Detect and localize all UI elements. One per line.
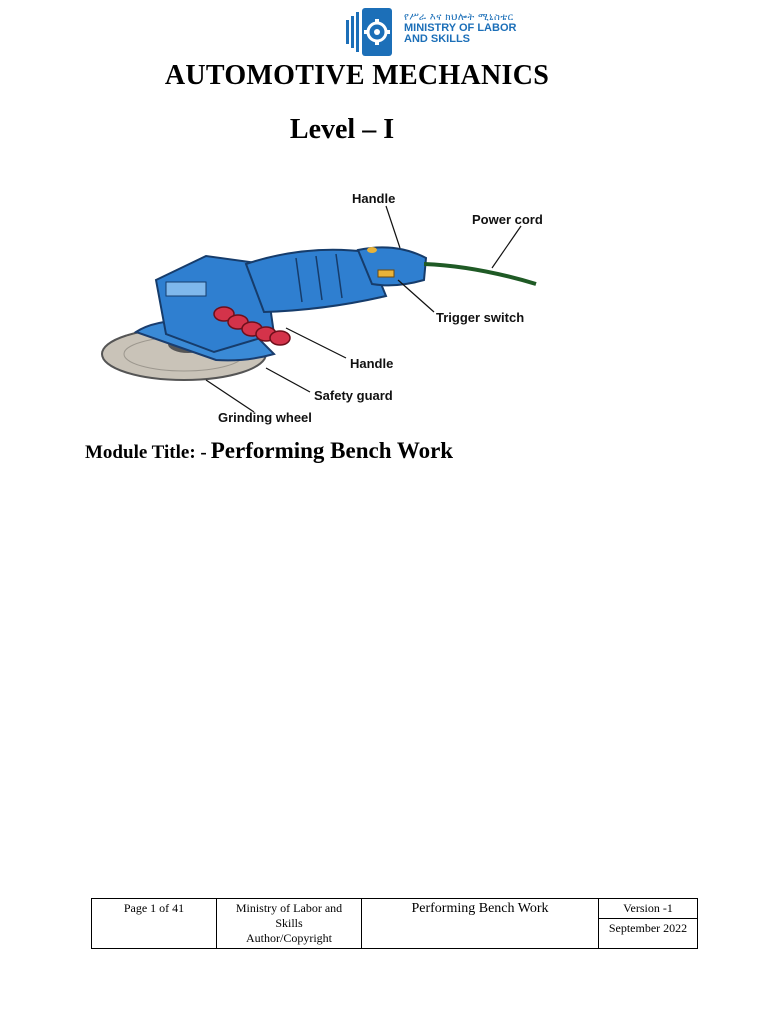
ministry-emblem-icon [346,8,392,56]
footer-module-title: Performing Bench Work [411,901,549,916]
logo-amharic-text: የሥራ እና ክህሎት ሚኒስቴር [404,12,514,23]
ministry-logo: የሥራ እና ክህሎት ሚኒስቴር MINISTRY OF LABOR AND … [344,6,524,58]
footer-page-number: Page 1 of 41 [123,901,185,915]
callout-safety-guard: Safety guard [314,388,393,403]
side-handle-shape [213,306,291,346]
document-title: AUTOMOTIVE MECHANICS [164,60,550,91]
module-title-value: Performing Bench Work [210,438,454,463]
callout-handle-side: Handle [350,356,393,371]
footer-org-line-2: Skills [275,916,303,930]
footer-version-cell: Version -1 [598,898,698,919]
footer-org-line-3: Author/Copyright [246,931,332,945]
module-title-label: Module Title: - [85,442,207,463]
footer-date-cell: September 2022 [598,918,698,949]
footer-version: Version -1 [623,901,673,915]
footer-date: September 2022 [608,921,688,935]
footer-org-line-1: Ministry of Labor and [235,901,343,915]
rear-handle-shape [356,246,428,287]
angle-grinder-illustration: Handle Power cord Trigger switch Handle … [101,191,543,425]
power-cord-shape [423,262,537,286]
footer-module-cell: Performing Bench Work [361,898,599,949]
footer-org-cell: Ministry of Labor and Skills Author/Copy… [216,898,362,949]
callout-trigger-switch: Trigger switch [436,310,524,325]
footer-table: Page 1 of 41 Ministry of Labor and Skill… [91,898,698,949]
callout-grinding-wheel: Grinding wheel [218,410,312,425]
callout-handle-top: Handle [352,191,395,206]
callout-power-cord: Power cord [472,212,543,227]
grinder-body-shape [244,248,388,314]
logo-line-1: MINISTRY OF LABOR [404,22,517,34]
trigger-switch-shape [377,269,395,278]
angle-grinder-figure: Handle Power cord Trigger switch Handle … [96,184,586,429]
footer-page-cell: Page 1 of 41 [91,898,217,949]
document-level: Level – I [289,114,395,145]
logo-line-2: AND SKILLS [404,33,470,45]
module-title-line: Module Title: - Performing Bench Work [85,438,453,464]
